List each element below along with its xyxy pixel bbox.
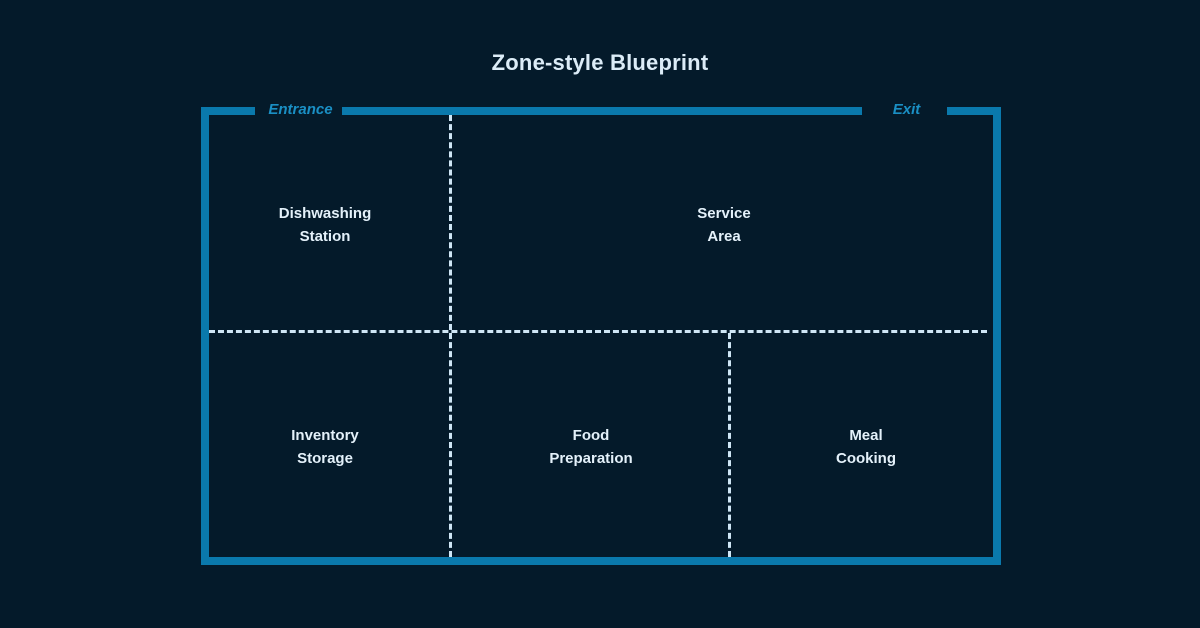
zone-divider-lower-split-1 — [449, 333, 452, 557]
zone-divider-upper-split — [449, 115, 452, 330]
door-label-exit: Exit — [892, 101, 921, 118]
wall-top-left-segment — [201, 107, 255, 115]
wall-right — [993, 107, 1001, 565]
wall-top-right-segment — [947, 107, 1001, 115]
zone-label-meal-cooking: Meal Cooking — [836, 427, 896, 467]
zone-label-inventory-storage: Inventory Storage — [291, 427, 359, 467]
zone-divider-lower-split-2 — [728, 333, 731, 557]
page-title: Zone-style Blueprint — [491, 50, 709, 75]
door-label-entrance: Entrance — [268, 101, 333, 118]
zone-label-dishwashing-station: Dishwashing Station — [278, 205, 372, 245]
wall-bottom — [201, 557, 1001, 565]
zone-label-food-preparation: Food Preparation — [549, 427, 633, 467]
zone-divider-row-split — [209, 330, 987, 333]
wall-top-middle-segment — [342, 107, 862, 115]
wall-left — [201, 107, 209, 565]
floorplan-diagram: Entrance Exit Dishwashing Station Servic… — [201, 102, 1001, 565]
zone-label-service-area: Service Area — [697, 205, 751, 245]
